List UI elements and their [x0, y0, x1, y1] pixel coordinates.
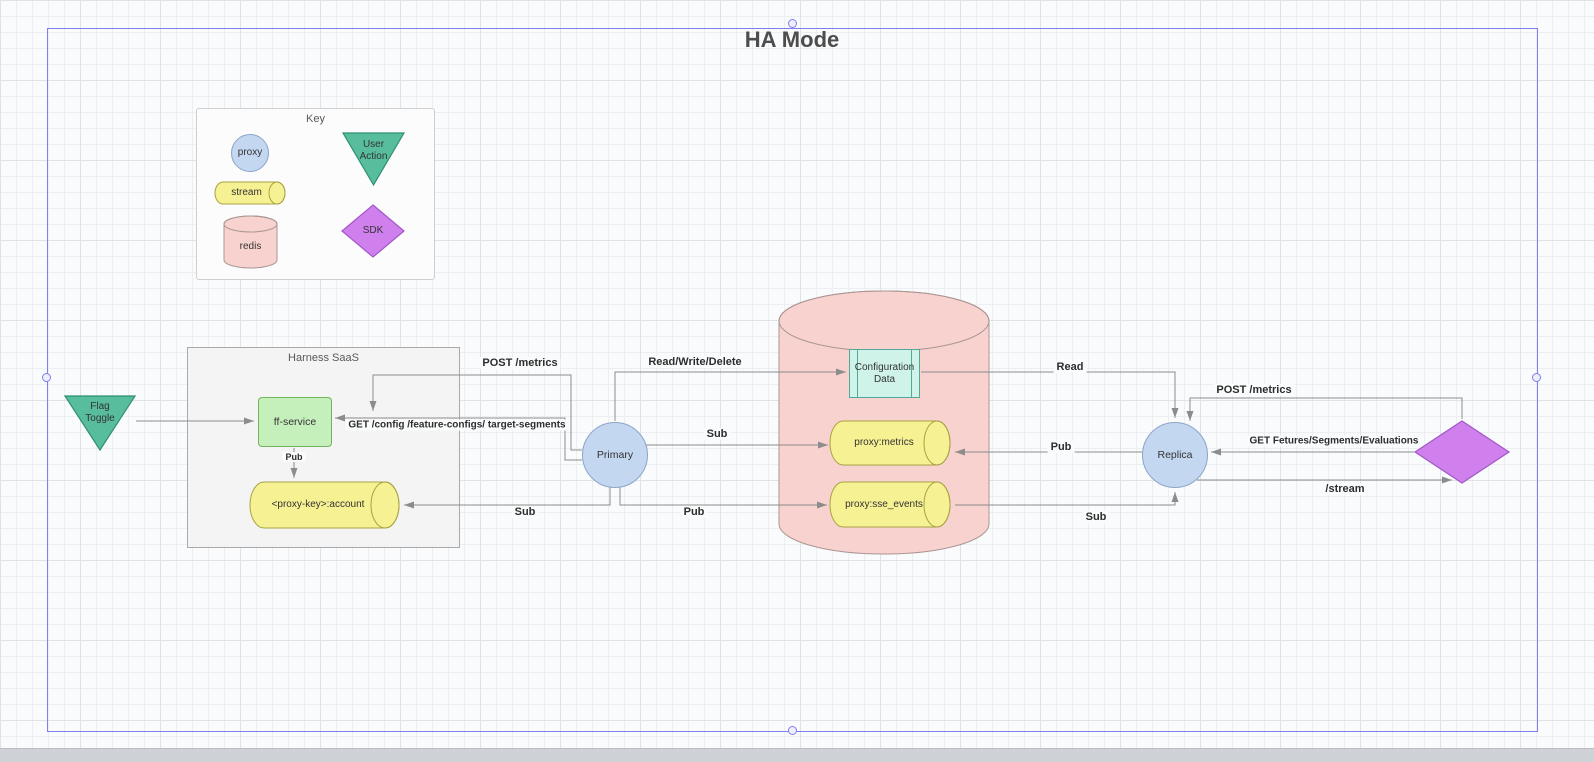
ff-service-node[interactable]: ff-service [258, 397, 332, 447]
redis-cylinder-icon [223, 215, 278, 269]
selection-handle-top[interactable] [788, 19, 797, 28]
sse-stream-cylinder-shape [829, 481, 951, 528]
edge-label-pub-primary-sse: Pub [680, 506, 708, 518]
configuration-data-node[interactable]: Configuration Data [849, 349, 920, 398]
edge-label-stream: /stream [1322, 483, 1368, 495]
key-stream-label: stream [231, 187, 262, 198]
selection-handle-left[interactable] [42, 373, 51, 382]
key-legend-box[interactable]: Key proxy User Action stream redis [196, 108, 435, 280]
sdk-node[interactable] [1413, 420, 1511, 484]
edge-label-read: Read [1053, 361, 1087, 373]
configuration-data-label: Configuration Data [854, 361, 915, 385]
account-stream-label: <proxy-key>:account [271, 499, 365, 510]
key-redis-node[interactable]: redis [223, 215, 278, 269]
selection-handle-right[interactable] [1532, 373, 1541, 382]
primary-label: Primary [596, 448, 634, 461]
account-stream-node[interactable]: <proxy-key>:account [249, 481, 400, 529]
sse-stream-label: proxy:sse_events [845, 498, 923, 510]
sdk-diamond-shape [1413, 420, 1511, 484]
ff-service-label: ff-service [273, 415, 317, 428]
sdk-diamond-icon [341, 204, 405, 258]
primary-node[interactable]: Primary [582, 422, 648, 488]
user-action-triangle-icon [341, 132, 406, 187]
key-redis-label: redis [239, 241, 262, 252]
replica-label: Replica [1157, 448, 1193, 461]
edge-primary-pub-sse[interactable] [619, 487, 827, 509]
key-proxy-node[interactable]: proxy [231, 134, 269, 172]
edge-label-post-metrics-saas: POST /metrics [479, 357, 561, 369]
flag-toggle-node[interactable]: Flag Toggle [63, 395, 137, 452]
key-sdk-node[interactable]: SDK [341, 204, 405, 258]
edge-config-read-replica[interactable] [921, 371, 1179, 418]
process-line-right [911, 350, 912, 397]
stream-cylinder-icon [214, 181, 286, 205]
harness-saas-label: Harness SaaS [288, 352, 359, 364]
metrics-stream-cylinder-shape [829, 420, 951, 466]
edge-label-get-evaluations: GET Fetures/Segments/Evaluations [1246, 435, 1422, 447]
flag-toggle-label: Flag Toggle [85, 401, 115, 424]
scrollbar-horizontal[interactable] [0, 748, 1594, 762]
edge-label-get-config: GET /config /feature-configs/ target-seg… [345, 419, 569, 431]
edge-sse-sub-replica[interactable] [955, 492, 1179, 506]
replica-node[interactable]: Replica [1142, 422, 1208, 488]
metrics-stream-label: proxy:metrics [854, 437, 914, 448]
edge-label-pub-replica-metrics: Pub [1047, 441, 1075, 453]
key-proxy-label: proxy [237, 147, 263, 158]
edge-label-sub-primary-metrics: Sub [703, 428, 731, 440]
edge-primary-sub-account[interactable] [404, 487, 611, 509]
edge-primary-read-write-delete-config[interactable] [614, 368, 846, 421]
key-user-action-label: User Action [359, 139, 388, 162]
key-user-action-node[interactable]: User Action [341, 132, 406, 187]
diagram-title: HA Mode [744, 27, 840, 52]
process-line-left [857, 350, 858, 397]
edge-label-pub-ff-account: Pub [282, 452, 306, 462]
key-sdk-label: SDK [362, 225, 384, 236]
edge-label-read-write-delete: Read/Write/Delete [645, 356, 745, 368]
edge-label-sub-primary-account: Sub [511, 506, 539, 518]
flag-toggle-triangle-icon [63, 395, 137, 452]
selection-handle-bottom[interactable] [788, 726, 797, 735]
edge-label-sub-replica-sse: Sub [1082, 511, 1110, 523]
key-stream-node[interactable]: stream [214, 181, 286, 205]
edge-primary-get-config-ff-service[interactable] [335, 414, 582, 461]
edge-primary-post-metrics-saas[interactable] [369, 374, 582, 451]
sse-stream-node[interactable]: proxy:sse_events [829, 481, 951, 528]
metrics-stream-node[interactable]: proxy:metrics [829, 420, 951, 466]
edge-label-post-metrics-sdk: POST /metrics [1213, 384, 1295, 396]
account-stream-cylinder-shape [249, 481, 400, 529]
edge-sdk-post-metrics-replica[interactable] [1186, 397, 1463, 421]
key-legend-title: Key [306, 113, 325, 125]
